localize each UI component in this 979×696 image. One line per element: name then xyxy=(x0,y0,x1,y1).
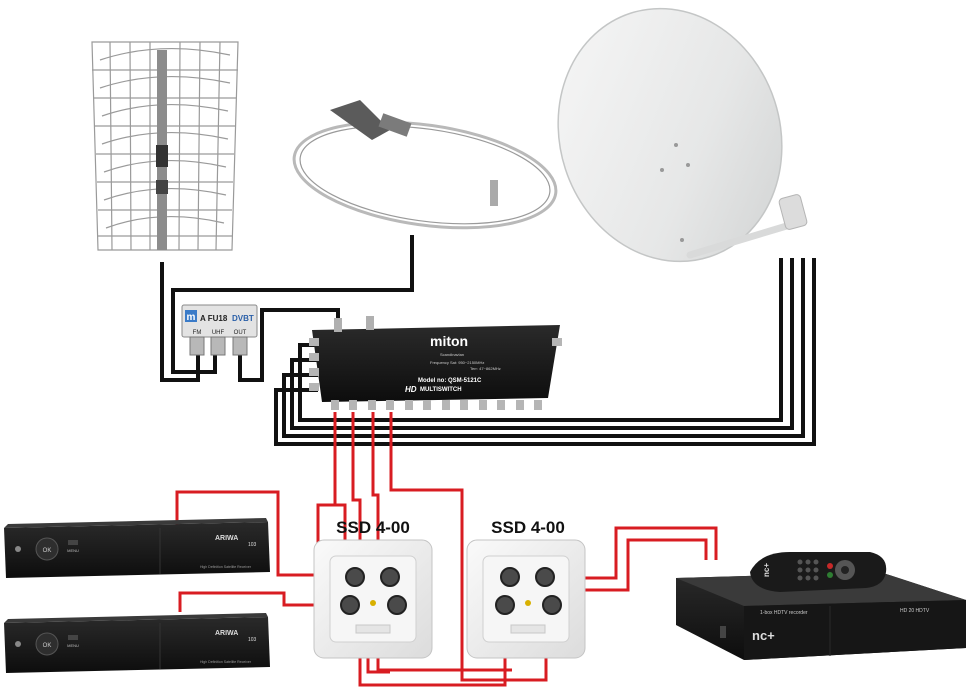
combiner-standard: DVBT xyxy=(232,314,254,323)
dvbt-grid-antenna xyxy=(91,41,239,251)
receiver-bottom-caption: High Definition Satellite Receiver xyxy=(200,660,252,664)
receiver-ariwa-bottom: OK MENU ARIWA 103 High Definition Satell… xyxy=(4,613,270,673)
combiner-port-out: OUT xyxy=(234,330,247,336)
receiver-top-menu: MENU xyxy=(67,548,79,553)
outlet-left-label: SSD 4-00 xyxy=(336,518,410,537)
receiver-bottom-brand: ARIWA xyxy=(215,630,238,637)
remote-control: nc+ xyxy=(750,552,887,592)
receiver-bottom-menu: MENU xyxy=(67,643,79,648)
multiswitch-type: MULTISWITCH xyxy=(420,387,462,393)
decoder-front-text: HD 20 HDTV xyxy=(900,608,930,614)
decoder-logo: nc+ xyxy=(752,628,775,643)
miton-multiswitch: miton Scandinavian Frequency Sat: 950~21… xyxy=(309,316,562,410)
receiver-top-model: 103 xyxy=(248,542,257,548)
combiner-port-uhf: UHF xyxy=(212,330,225,336)
multiswitch-hd: HD xyxy=(405,385,417,394)
remote-logo: nc+ xyxy=(762,563,771,577)
outlet-left: SSD 4-00 xyxy=(313,518,433,659)
outlet-right: SSD 4-00 xyxy=(466,518,586,659)
multiswitch-model: Model no: QSM-5121C xyxy=(418,378,482,384)
combiner-model: A FU18 xyxy=(200,314,228,323)
receiver-bottom-model: 103 xyxy=(248,637,257,643)
decoder-label: 1-box HDTV recorder xyxy=(760,610,808,616)
receiver-top-ok: OK xyxy=(43,548,52,554)
receiver-bottom-ok: OK xyxy=(43,643,52,649)
receiver-ariwa-top: OK MENU ARIWA 103 High Definition Satell… xyxy=(4,518,270,578)
fm-uhf-combiner: m A FU18 DVBT FM UHF OUT xyxy=(181,304,258,356)
satellite-dish xyxy=(557,7,808,263)
fm-ring-antenna xyxy=(292,100,558,230)
receiver-top-brand: ARIWA xyxy=(215,535,238,542)
cables-black xyxy=(160,235,816,446)
outlet-right-label: SSD 4-00 xyxy=(491,518,565,537)
multiswitch-brand-sub: Scandinavian xyxy=(440,352,464,357)
combiner-port-fm: FM xyxy=(193,330,202,336)
multiswitch-output-ports xyxy=(331,400,542,410)
multiswitch-spec-2: Terr: 47~862MHz xyxy=(470,366,501,371)
multiswitch-brand: miton xyxy=(430,333,468,349)
multiswitch-spec-1: Frequency Sat: 950~2150MHz xyxy=(430,360,484,365)
receiver-top-caption: High Definition Satellite Receiver xyxy=(200,565,252,569)
combiner-brand: m xyxy=(187,312,196,323)
